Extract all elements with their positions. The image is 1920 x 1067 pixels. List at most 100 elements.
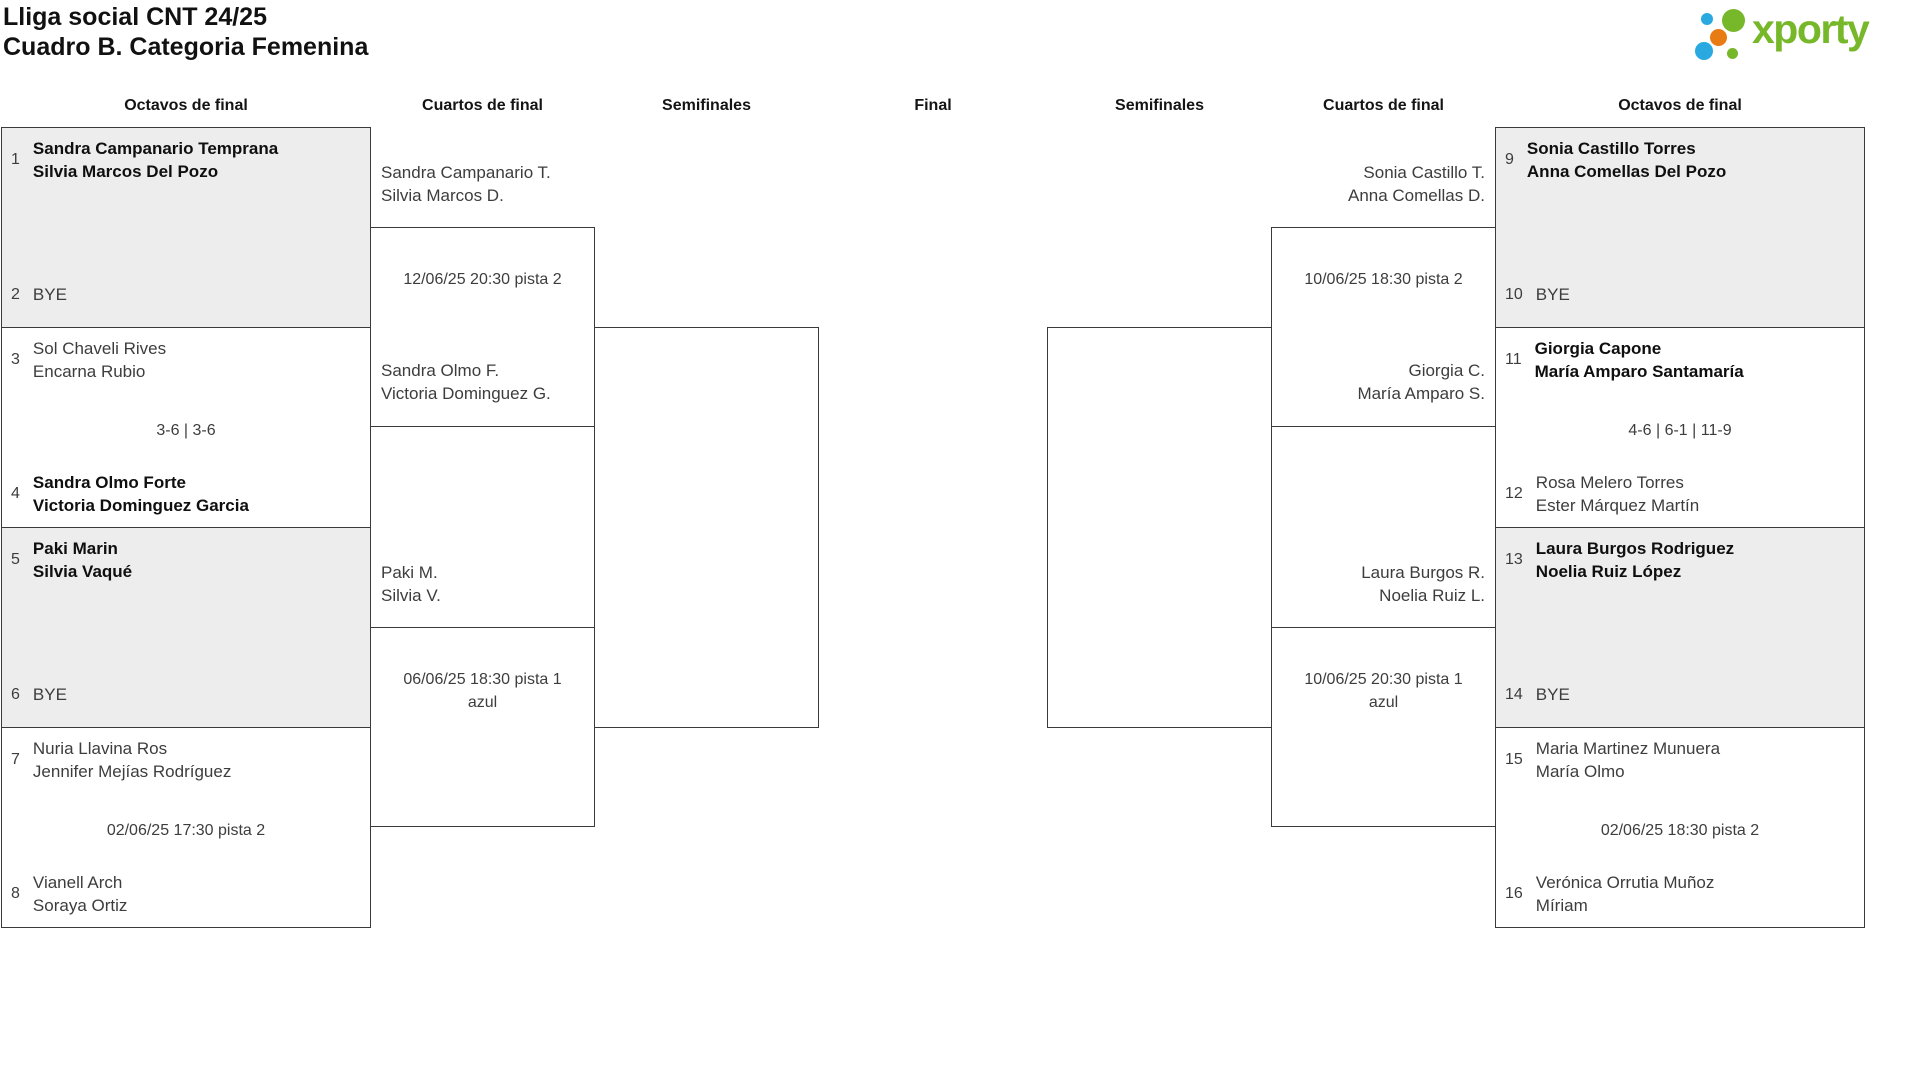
player-name: Anna Comellas Del Pozo: [1526, 162, 1727, 181]
player-name: Giorgia C.: [1408, 361, 1485, 380]
participant-top: Paki M. Silvia V.: [371, 561, 594, 607]
participant-names: Sol Chaveli Rives Encarna Rubio: [33, 337, 166, 383]
participant-names: Maria Martinez Munuera María Olmo: [1536, 737, 1720, 783]
match-box-octavos-5[interactable]: 9 Sonia Castillo Torres Anna Comellas De…: [1496, 128, 1864, 327]
participant-names: Laura Burgos Rodriguez Noelia Ruiz López: [1536, 537, 1734, 583]
participant-names: BYE: [1536, 283, 1570, 306]
logo-dot-icon: [1722, 9, 1745, 32]
match-date: 12/06/25 20:30 pista 2: [403, 271, 562, 288]
seed-number: 1: [11, 151, 20, 168]
participant-names: Giorgia Capone María Amparo Santamaría: [1535, 337, 1744, 383]
player-name: Paki Marin: [32, 539, 118, 558]
player-name: Noelia Ruiz L.: [1379, 586, 1485, 605]
page-title-line1: Lliga social CNT 24/25: [3, 3, 267, 31]
participant-bottom: 14 BYE: [1496, 683, 1864, 706]
player-name: Míriam: [1535, 896, 1588, 915]
round-header-octavos-left: Octavos de final: [124, 97, 248, 114]
match-date: 10/06/25 20:30 pista 1 azul: [1304, 671, 1463, 711]
match-date: 02/06/25 17:30 pista 2: [106, 822, 266, 839]
player-name: Vianell Arch: [32, 873, 123, 892]
participant-top: 1 Sandra Campanario Temprana Silvia Marc…: [2, 137, 370, 183]
participant-top: 11 Giorgia Capone María Amparo Santamarí…: [1496, 337, 1864, 383]
bye-label: BYE: [1535, 285, 1570, 304]
player-name: Encarna Rubio: [32, 362, 146, 381]
match-box-semifinal-left[interactable]: [594, 327, 819, 728]
participant-bottom: 12 Rosa Melero Torres Ester Márquez Mart…: [1496, 471, 1864, 517]
logo-dot-icon: [1695, 42, 1713, 60]
match-box-octavos-4[interactable]: 7 Nuria Llavina Ros Jennifer Mejías Rodr…: [2, 727, 370, 927]
octavos-right-column: 9 Sonia Castillo Torres Anna Comellas De…: [1495, 127, 1865, 928]
player-name: María Olmo: [1535, 762, 1625, 781]
participant-names: Sandra Campanario Temprana Silvia Marcos…: [33, 137, 278, 183]
match-box-octavos-8[interactable]: 15 Maria Martinez Munuera María Olmo 02/…: [1496, 727, 1864, 927]
match-box-octavos-1[interactable]: 1 Sandra Campanario Temprana Silvia Marc…: [2, 128, 370, 327]
round-header-final: Final: [914, 97, 952, 114]
seed-number: 5: [11, 551, 20, 568]
match-box-octavos-6[interactable]: 11 Giorgia Capone María Amparo Santamarí…: [1496, 327, 1864, 527]
match-box-quarterfinal-right-1[interactable]: Sonia Castillo T. Anna Comellas D. 10/06…: [1271, 163, 1496, 427]
player-name: Silvia Marcos D.: [381, 186, 504, 205]
player-name: Nuria Llavina Ros: [32, 739, 168, 758]
participant-top: 3 Sol Chaveli Rives Encarna Rubio: [2, 337, 370, 383]
logo-dot-icon: [1727, 48, 1738, 59]
match-box-quarterfinal-left-1[interactable]: Sandra Campanario T. Silvia Marcos D. 12…: [370, 163, 595, 427]
match-box-quarterfinal-right-2[interactable]: Laura Burgos R. Noelia Ruiz L. 10/06/25 …: [1271, 563, 1496, 827]
player-name: María Amparo Santamaría: [1534, 362, 1744, 381]
match-score: 4-6 | 6-1 | 11-9: [1628, 422, 1732, 439]
participant-names: Sandra Olmo Forte Victoria Dominguez Gar…: [33, 471, 249, 517]
player-name: Giorgia Capone: [1534, 339, 1662, 358]
player-name: María Amparo S.: [1357, 384, 1485, 403]
seed-number: 12: [1505, 485, 1523, 502]
match-box-quarterfinal-left-2[interactable]: Paki M. Silvia V. 06/06/25 18:30 pista 1…: [370, 563, 595, 827]
player-name: Sol Chaveli Rives: [32, 339, 167, 358]
participant-top: Sandra Campanario T. Silvia Marcos D.: [371, 161, 594, 207]
bye-label: BYE: [1535, 685, 1570, 704]
player-name: Rosa Melero Torres: [1535, 473, 1684, 492]
player-name: Soraya Ortiz: [32, 896, 128, 915]
seed-number: 11: [1505, 351, 1522, 368]
player-name: Victoria Dominguez G.: [381, 384, 551, 403]
participant-names: Vianell Arch Soraya Ortiz: [33, 871, 127, 917]
octavos-left-column: 1 Sandra Campanario Temprana Silvia Marc…: [1, 127, 371, 928]
seed-number: 6: [11, 685, 20, 703]
bye-label: BYE: [32, 685, 67, 704]
participant-top: 9 Sonia Castillo Torres Anna Comellas De…: [1496, 137, 1864, 183]
participant-names: Nuria Llavina Ros Jennifer Mejías Rodríg…: [33, 737, 231, 783]
seed-number: 14: [1505, 685, 1523, 703]
player-name: Victoria Dominguez Garcia: [32, 496, 249, 515]
player-name: Silvia Vaqué: [32, 562, 133, 581]
match-box-octavos-7[interactable]: 13 Laura Burgos Rodriguez Noelia Ruiz Ló…: [1496, 527, 1864, 727]
participant-top: Sonia Castillo T. Anna Comellas D.: [1272, 161, 1495, 207]
player-name: Verónica Orrutia Muñoz: [1535, 873, 1715, 892]
seed-number: 4: [11, 485, 20, 502]
round-header-semis-left: Semifinales: [662, 97, 751, 114]
participant-names: Rosa Melero Torres Ester Márquez Martín: [1536, 471, 1699, 517]
match-date: 10/06/25 18:30 pista 2: [1304, 271, 1463, 288]
participant-bottom: 16 Verónica Orrutia Muñoz Míriam: [1496, 871, 1864, 917]
match-date: 02/06/25 18:30 pista 2: [1600, 822, 1760, 839]
match-date: 06/06/25 18:30 pista 1 azul: [403, 671, 562, 711]
round-header-octavos-right: Octavos de final: [1618, 97, 1742, 114]
seed-number: 13: [1505, 551, 1523, 568]
player-name: Sandra Campanario Temprana: [32, 139, 279, 158]
participant-bottom: Giorgia C. María Amparo S.: [1272, 359, 1495, 405]
participant-names: BYE: [33, 683, 67, 706]
participant-bottom: 10 BYE: [1496, 283, 1864, 306]
seed-number: 7: [11, 751, 20, 768]
logo-dot-icon: [1710, 29, 1727, 46]
seed-number: 9: [1505, 151, 1514, 168]
match-box-octavos-3[interactable]: 5 Paki Marin Silvia Vaqué 6 BYE: [2, 527, 370, 727]
participant-bottom: 6 BYE: [2, 683, 370, 706]
logo-wordmark: xporty: [1752, 6, 1870, 52]
player-name: Sandra Olmo Forte: [32, 473, 186, 492]
player-name: Sandra Olmo F.: [381, 361, 500, 380]
player-name: Ester Márquez Martín: [1535, 496, 1700, 515]
player-name: Jennifer Mejías Rodríguez: [32, 762, 232, 781]
seed-number: 10: [1505, 285, 1523, 303]
seed-number: 2: [11, 285, 20, 303]
match-box-semifinal-right[interactable]: [1047, 327, 1272, 728]
player-name: Sandra Campanario T.: [381, 163, 551, 182]
player-name: Paki M.: [381, 563, 438, 582]
seed-number: 3: [11, 351, 20, 368]
match-box-octavos-2[interactable]: 3 Sol Chaveli Rives Encarna Rubio 3-6 | …: [2, 327, 370, 527]
